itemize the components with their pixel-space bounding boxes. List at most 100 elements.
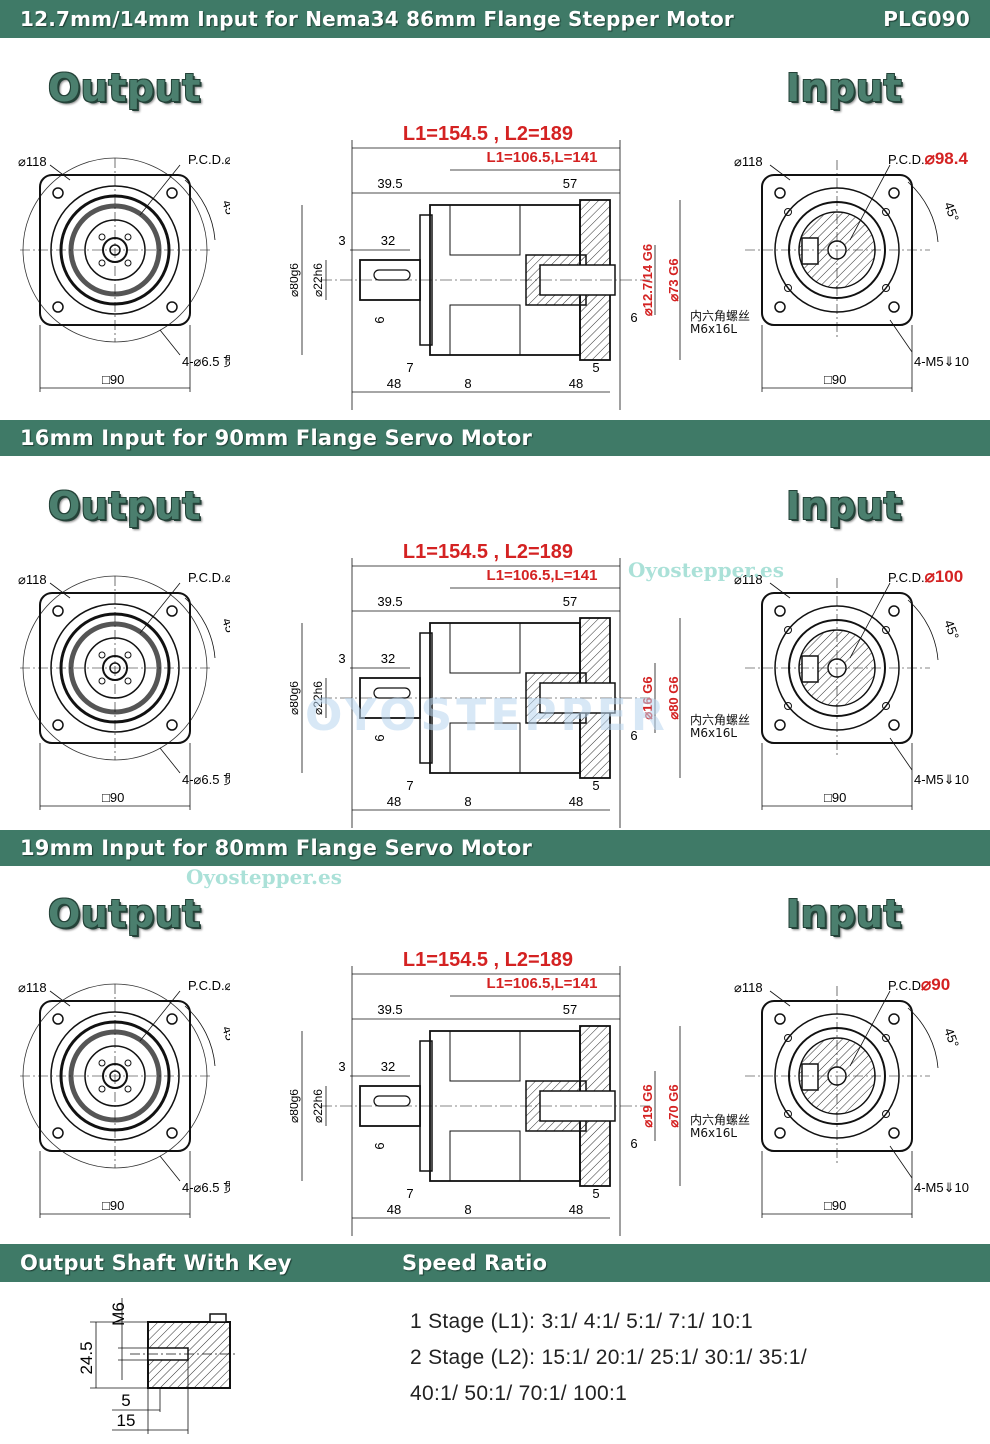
dim-8: 8 [464, 794, 471, 809]
out-holes-text: 4-⌀6.5 贯穿 [182, 1180, 230, 1195]
screw-note-cn: 内六角螺丝 [690, 1113, 751, 1127]
in-pcd-value: ⌀98.4 [925, 149, 969, 168]
dim-80g6: ⌀80g6 [290, 263, 301, 297]
dim-57: 57 [563, 1002, 577, 1017]
dim-7: 7 [406, 1186, 413, 1201]
out-dia-text: ⌀118 [18, 572, 47, 587]
dim-8: 8 [464, 1202, 471, 1217]
in-angle-text: 45° [941, 618, 962, 642]
input-label: Input [786, 484, 903, 528]
shaft-dim-15: 15 [117, 1411, 136, 1430]
ratio-line-2: 2 Stage (L2): 15:1/ 20:1/ 25:1/ 30:1/ 35… [410, 1346, 808, 1369]
screw-note-cn: 内六角螺丝 [690, 713, 751, 727]
bore-b-text: ⌀80 G6 [666, 676, 681, 719]
in-dia-text: ⌀118 [734, 980, 763, 995]
screw-note-spec: M6x16L [690, 726, 738, 740]
screw-note: 内六角螺丝 M6x16L [690, 714, 750, 740]
side-section-view: L1=154.5 , L2=189 L1=106.5,L=141 39.5 57… [290, 949, 681, 1236]
shaft-title: Output Shaft With Key [20, 1251, 292, 1275]
in-angle-text: 45° [941, 1026, 962, 1050]
dim-48a: 48 [387, 794, 401, 809]
dim-48b: 48 [569, 1202, 583, 1217]
dim-3: 3 [338, 651, 345, 666]
dim-7: 7 [406, 360, 413, 375]
screw-note-cn: 内六角螺丝 [690, 309, 751, 323]
dim-32: 32 [381, 651, 395, 666]
ratio-line-1: 1 Stage (L1): 3:1/ 4:1/ 5:1/ 7:1/ 10:1 [410, 1310, 753, 1333]
dim-395: 39.5 [377, 176, 402, 191]
dim-5: 5 [592, 360, 599, 375]
shaft-dim-m6: M6 [109, 1302, 128, 1326]
in-pcd-prefix: P.C.D [888, 978, 921, 993]
dim-6: 6 [372, 734, 387, 741]
in-angle-text: 45° [941, 200, 962, 224]
out-holes-text: 4-⌀6.5 贯穿 [182, 354, 230, 369]
output-label: Output [48, 892, 201, 936]
out-square-text: □90 [102, 372, 124, 387]
dim-80g6: ⌀80g6 [290, 681, 301, 715]
dim-395: 39.5 [377, 1002, 402, 1017]
bore-a-text: ⌀12.7/14 G6 [640, 244, 655, 316]
bottom-banner: Output Shaft With Key Speed Ratio [0, 1244, 990, 1282]
dim-3: 3 [338, 233, 345, 248]
bore-b-text: ⌀73 G6 [666, 258, 681, 301]
out-dia-text: ⌀118 [18, 154, 47, 169]
dim-5: 5 [592, 778, 599, 793]
model-name: PLG090 [883, 7, 970, 31]
in-holes-text: 4-M5⇓10 [914, 1180, 969, 1195]
in-pcd-value: ⌀100 [925, 567, 964, 586]
in-pcd-prefix: P.C.D. [888, 152, 925, 167]
input-flange-view: ⌀118 P.C.D.⌀100 45° 4-M5⇓10 □90 [734, 567, 969, 810]
out-pcd-text: P.C.D.⌀100 [188, 152, 230, 167]
section-banner-title: 16mm Input for 90mm Flange Servo Motor [20, 426, 533, 450]
drawing-section-2: Output Input ⌀118 P.C.D.⌀100 45° 4-⌀6.5 … [0, 458, 990, 830]
lengths-sub-text: L1=106.5,L=141 [487, 975, 598, 992]
input-label: Input [786, 892, 903, 936]
input-label: Input [786, 66, 903, 110]
dim-57: 57 [563, 176, 577, 191]
out-dia-text: ⌀118 [18, 980, 47, 995]
shaft-dim-245: 24.5 [77, 1341, 96, 1374]
dim-8: 8 [464, 376, 471, 391]
dim-48b: 48 [569, 794, 583, 809]
dim-22h6: ⌀22h6 [311, 681, 325, 715]
out-angle-text: 45° [219, 616, 230, 640]
in-pcd-prefix: P.C.D. [888, 570, 925, 585]
screw-note: 内六角螺丝 M6x16L [690, 1114, 750, 1140]
output-label: Output [48, 66, 201, 110]
header-title: 12.7mm/14mm Input for Nema34 86mm Flange… [20, 7, 734, 31]
out-square-text: □90 [102, 790, 124, 805]
out-holes-text: 4-⌀6.5 贯穿 [182, 772, 230, 787]
output-flange-view: ⌀118 P.C.D.⌀100 45° 4-⌀6.5 贯穿 □90 [18, 152, 230, 392]
input-flange-view: ⌀118 P.C.D⌀90 45° 4-M5⇓10 □90 [734, 975, 969, 1218]
dim-7: 7 [406, 778, 413, 793]
out-angle-text: 45° [219, 198, 230, 222]
side-section-view: L1=154.5 , L2=189 L1=106.5,L=141 39.5 57… [290, 123, 681, 410]
out-pcd-text: P.C.D.⌀100 [188, 570, 230, 585]
watermark-site-2: Oyostepper.es [186, 865, 342, 889]
screw-note-spec: M6x16L [690, 322, 738, 336]
in-dia-text: ⌀118 [734, 572, 763, 587]
dim-57: 57 [563, 594, 577, 609]
lengths-red-text: L1=154.5 , L2=189 [403, 123, 573, 145]
in-square-text: □90 [824, 790, 846, 805]
ratio-line-3: 40:1/ 50:1/ 70:1/ 100:1 [410, 1382, 628, 1405]
in-pcd-value: ⌀90 [921, 975, 950, 994]
in-holes-text: 4-M5⇓10 [914, 354, 969, 369]
screw-note: 内六角螺丝 M6x16L [690, 310, 750, 336]
in-pcd-label: P.C.D.⌀100 [888, 567, 963, 586]
dim-6b: 6 [630, 1136, 637, 1151]
bore-a-text: ⌀16 G6 [640, 676, 655, 719]
drawing-section-1: Output Input ⌀118 P.C.D.⌀100 45° 4-⌀6.5 … [0, 40, 990, 420]
output-label: Output [48, 484, 201, 528]
dim-48a: 48 [387, 1202, 401, 1217]
output-flange-view: ⌀118 P.C.D.⌀100 45° 4-⌀6.5 贯穿 □90 [18, 570, 230, 810]
lengths-sub-text: L1=106.5,L=141 [487, 567, 598, 584]
header-banner: 12.7mm/14mm Input for Nema34 86mm Flange… [0, 0, 990, 38]
watermark-logo: OYOSTEPPER [305, 690, 669, 741]
dim-3: 3 [338, 1059, 345, 1074]
lengths-red-text: L1=154.5 , L2=189 [403, 541, 573, 563]
dim-80g6: ⌀80g6 [290, 1089, 301, 1123]
dim-32: 32 [381, 233, 395, 248]
dim-48b: 48 [569, 376, 583, 391]
